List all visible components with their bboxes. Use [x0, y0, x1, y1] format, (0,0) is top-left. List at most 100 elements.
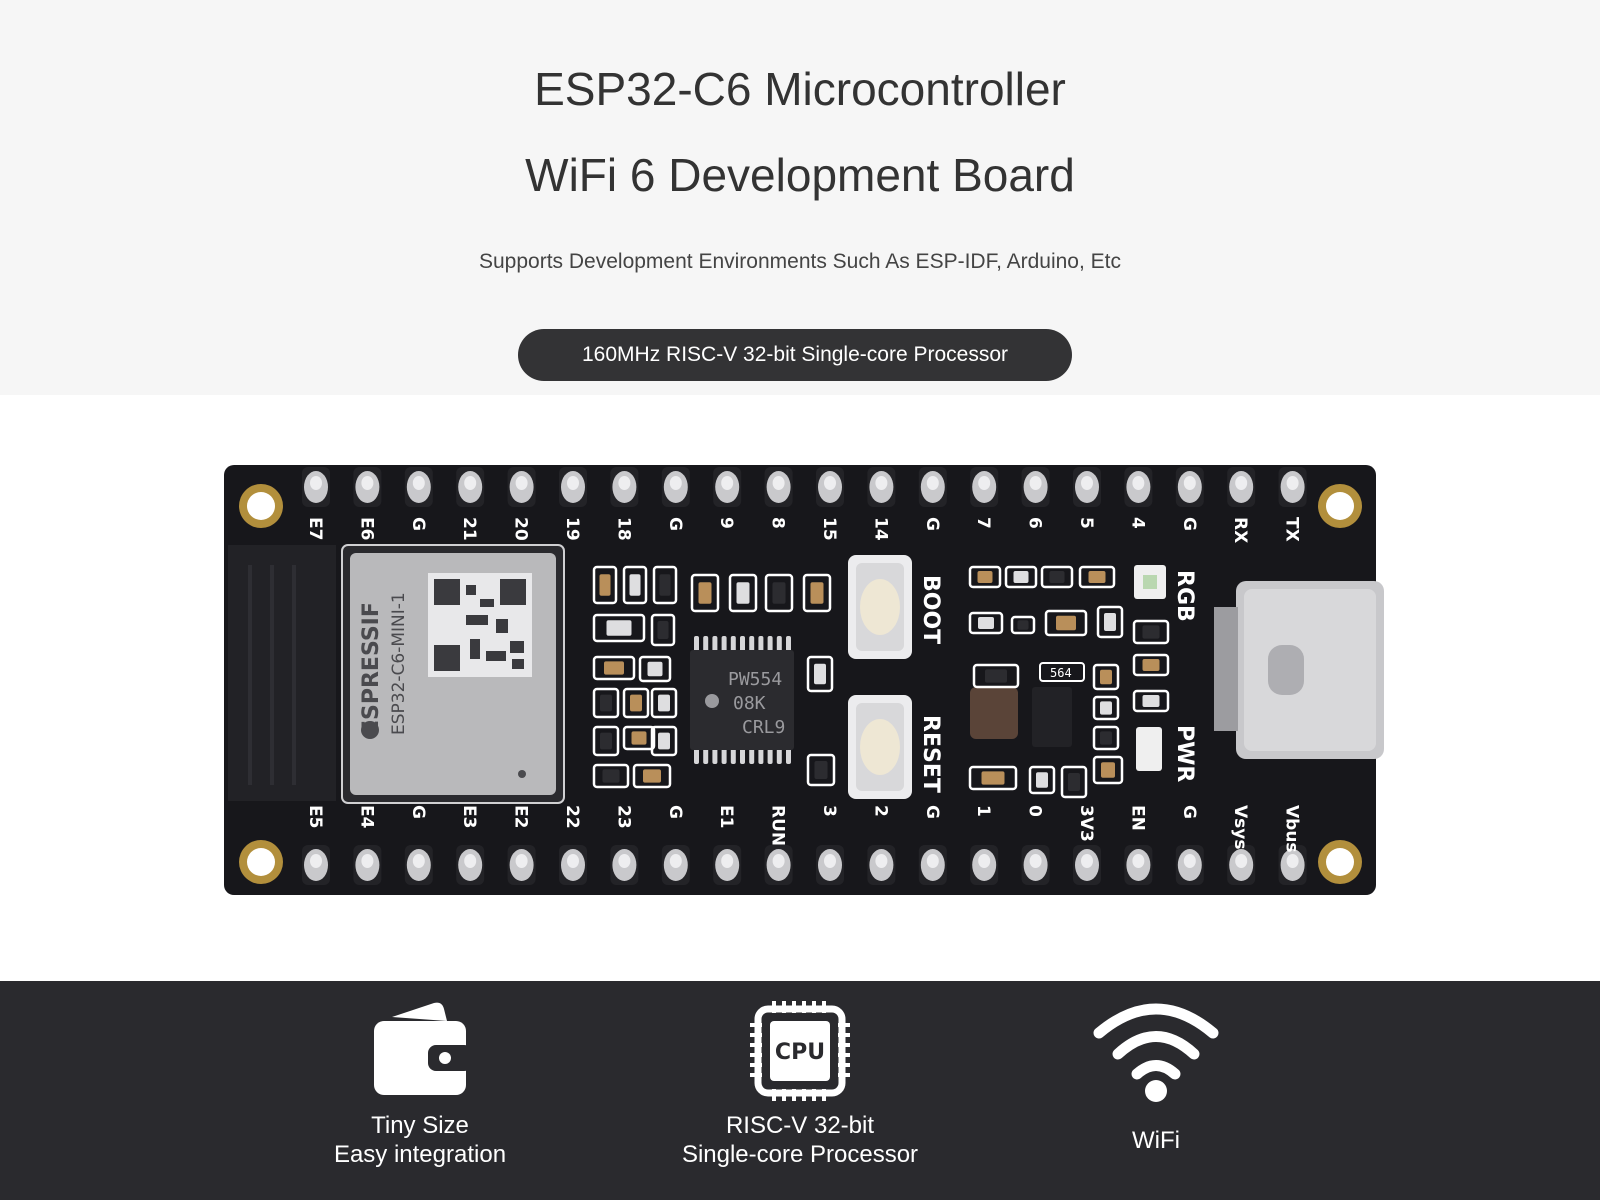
top-pin-pad: [507, 467, 536, 507]
smd-components: [592, 565, 1170, 799]
smd-part: [806, 753, 836, 787]
feature-2-line-2: Single-core Processor: [681, 1141, 919, 1168]
smd-part: [650, 687, 678, 719]
smd-part: [1028, 765, 1056, 795]
top-pin-label: 4: [1127, 517, 1147, 529]
top-pin-pad: [1073, 467, 1101, 507]
feature-1-line-2: Easy integration: [333, 1141, 507, 1168]
mounting-holes: [239, 484, 1362, 884]
inductor: [970, 687, 1018, 739]
top-pin-pads: [302, 467, 1307, 507]
bottom-pin-pad: [816, 845, 844, 885]
smd-part: [802, 573, 832, 613]
features-section: Tiny Size Easy integration: [0, 981, 1600, 1200]
smd-part: [1132, 689, 1170, 713]
bottom-pin-pad: [302, 845, 330, 885]
bottom-pin-pad: [1073, 845, 1101, 885]
smd-part: [1096, 605, 1124, 639]
smd-part: [592, 613, 646, 643]
wifi-icon: [1091, 999, 1221, 1108]
top-pin-pad: [713, 467, 742, 507]
top-pin-label: 8: [768, 517, 788, 529]
smd-part: [1132, 619, 1170, 645]
bottom-pin-pad: [918, 845, 947, 885]
bottom-pin-label: Vbus: [1282, 805, 1302, 853]
bottom-pin-pad: [970, 845, 999, 885]
top-pin-label: 19: [562, 517, 582, 541]
cpu-icon: CPU: [748, 999, 852, 1108]
smd-part: [1092, 725, 1120, 751]
top-pin-pad: [867, 467, 896, 507]
bottom-pin-label: E4: [356, 805, 376, 829]
smd-part: [968, 565, 1002, 589]
smd-part: [1092, 695, 1120, 721]
top-pin-pad: [302, 467, 330, 507]
top-pin-label: 14: [870, 517, 890, 541]
smd-part: [1004, 565, 1038, 589]
bottom-pin-label: E2: [511, 805, 531, 828]
smd-part: [592, 565, 618, 605]
feature-wifi: WiFi: [1056, 981, 1256, 1200]
smd-part: [972, 663, 1020, 689]
usb-c-connector: [1214, 581, 1384, 759]
top-pin-pad: [1124, 467, 1153, 507]
bottom-pin-label: RUN: [768, 805, 788, 846]
bottom-pin-pad: [559, 845, 587, 885]
top-pin-label: 20: [511, 517, 531, 541]
top-pin-label: E6: [356, 517, 376, 540]
smd-part: [1010, 615, 1036, 635]
smd-part: [592, 763, 630, 789]
top-pin-label: 7: [973, 517, 993, 529]
processor-badge: 160MHz RISC-V 32-bit Single-core Process…: [518, 329, 1072, 381]
top-pin-pad: [764, 467, 793, 507]
smd-part: [622, 725, 656, 751]
bottom-pin-label: 3V3: [1076, 805, 1096, 842]
top-pin-label: 5: [1076, 517, 1096, 529]
bottom-pin-label: 2: [870, 805, 890, 817]
feature-2-line-1: RISC-V 32-bit: [725, 1112, 875, 1139]
smd-part: [1044, 609, 1088, 637]
smd-part: [728, 573, 758, 613]
board-image: ESPRESSIF ESP32-C6-MINI-1 PW554 08K CRL9: [0, 395, 1600, 981]
smd-part: [592, 725, 620, 757]
bottom-pin-pad: [1124, 845, 1153, 885]
dev-board-illustration: ESPRESSIF ESP32-C6-MINI-1 PW554 08K CRL9: [224, 465, 1384, 895]
feature-1-line-1: Tiny Size: [371, 1112, 469, 1139]
smd-part: [1092, 755, 1124, 785]
top-pin-pad: [1021, 467, 1050, 507]
bottom-pin-label: 0: [1025, 805, 1045, 817]
top-pin-label: G: [1179, 517, 1199, 531]
bottom-pin-pad: [764, 845, 793, 885]
bottom-pin-label: G: [1179, 805, 1199, 819]
bottom-pin-label: G: [408, 805, 428, 819]
bottom-pin-pad: [661, 845, 690, 885]
bottom-pin-pad: [1021, 845, 1050, 885]
bottom-pin-pad: [353, 845, 382, 885]
top-pin-pad: [816, 467, 844, 507]
top-pin-pad: [1175, 467, 1204, 507]
top-pin-pad: [1278, 467, 1307, 507]
smd-part: [622, 687, 650, 719]
pwr-led: [1136, 727, 1162, 771]
bottom-pin-pad: [404, 845, 433, 885]
top-pin-pad: [456, 467, 485, 507]
top-pin-pad: [353, 467, 382, 507]
bottom-pin-pad: [507, 845, 536, 885]
top-pin-label: TX: [1282, 517, 1302, 542]
bottom-pin-label: G: [922, 805, 942, 819]
bottom-pin-pad: [867, 845, 896, 885]
bottom-pin-label: 22: [562, 805, 582, 829]
top-pin-label: E7: [305, 517, 325, 540]
top-pin-pad: [404, 467, 433, 507]
smd-part: [638, 655, 672, 683]
smd-part: [690, 573, 720, 613]
feature-3-line-1: WiFi: [1132, 1127, 1180, 1154]
top-pin-label: 18: [613, 517, 633, 541]
smd-part: [592, 687, 620, 719]
chip-marking-1: PW554: [728, 669, 782, 690]
bottom-pin-label: 3: [819, 805, 839, 817]
bottom-pin-label: E1: [716, 805, 736, 828]
smd-part: [622, 565, 648, 605]
